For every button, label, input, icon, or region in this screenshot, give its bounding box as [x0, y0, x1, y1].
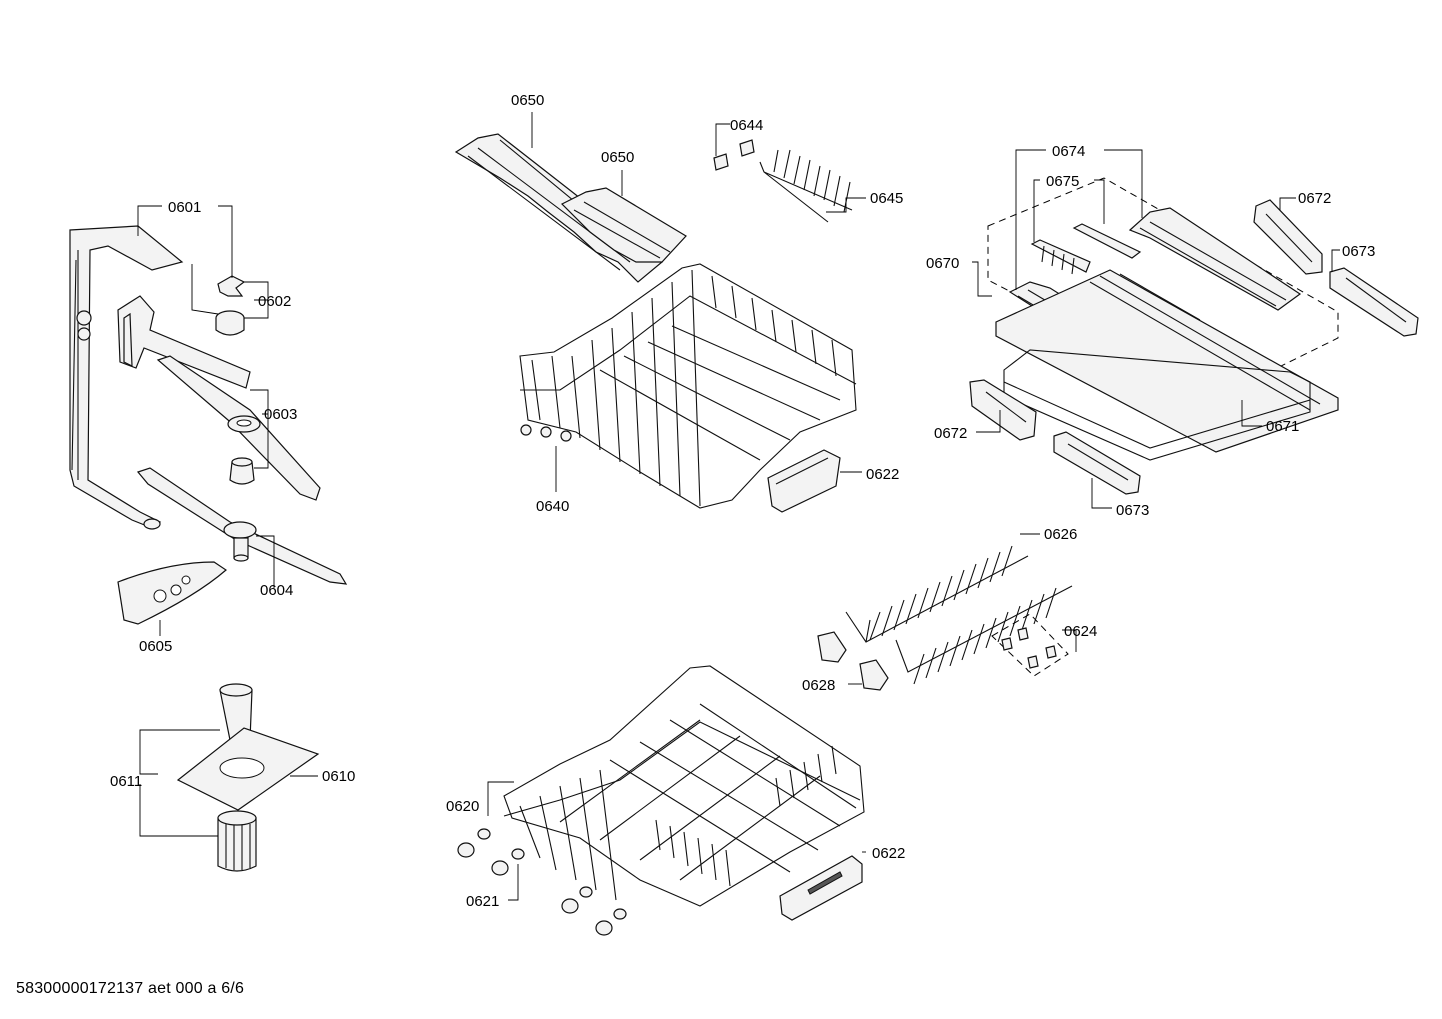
- label-0640: 0640: [536, 498, 569, 515]
- clip-set-outline-0624: [991, 613, 1069, 677]
- label-0611: 0611: [110, 773, 142, 790]
- supply-pipe-0601: [69, 225, 184, 530]
- part-labels: 0601 0602 0603 0604 0605 0610 0611 0620 …: [110, 92, 1375, 910]
- document-id: 58300000172137 aet 000 a 6/6: [16, 980, 245, 997]
- label-0604: 0604: [260, 582, 293, 599]
- label-0675: 0675: [1046, 173, 1079, 190]
- folding-tines-0626: [845, 545, 1073, 685]
- label-0644: 0644: [730, 117, 763, 134]
- label-0603: 0603: [264, 406, 297, 423]
- cover-plate-0605: [117, 561, 227, 625]
- rail-cover-0673-a: [1329, 267, 1419, 337]
- slide-rail-0672-a: [1253, 199, 1323, 275]
- third-rack-tray: [995, 269, 1339, 453]
- filter-housing-0610: [176, 683, 320, 811]
- slide-rail-0672-b: [969, 379, 1037, 441]
- handle-0622-lower: [779, 855, 863, 921]
- label-0673-b: 0673: [1116, 502, 1149, 519]
- impeller-0602: [215, 275, 246, 336]
- rail-cover-0673-b: [1053, 431, 1141, 495]
- label-0670: 0670: [926, 255, 959, 272]
- label-0620: 0620: [446, 798, 479, 815]
- label-0628: 0628: [802, 677, 835, 694]
- label-0672-a: 0672: [1298, 190, 1331, 207]
- tine-strip-0675: [1030, 223, 1142, 275]
- clips-0628: [817, 631, 889, 691]
- label-0602: 0602: [258, 293, 291, 310]
- label-0624: 0624: [1064, 623, 1097, 640]
- upper-spray-arm-0603: [156, 355, 321, 501]
- label-0605: 0605: [139, 638, 172, 655]
- label-0610: 0610: [322, 768, 355, 785]
- label-0650-b: 0650: [601, 149, 634, 166]
- upper-spray-arm-bracket: [117, 295, 251, 389]
- label-0673-a: 0673: [1342, 243, 1375, 260]
- label-0674: 0674: [1052, 143, 1085, 160]
- micro-filter-0611: [217, 810, 257, 872]
- label-0650-a: 0650: [511, 92, 544, 109]
- label-0622-lower: 0622: [872, 845, 905, 862]
- assembly-outline-0670: [987, 177, 1339, 399]
- tine-row-0645: [759, 149, 853, 223]
- lower-spray-arm-0604: [136, 467, 348, 585]
- label-0645: 0645: [870, 190, 903, 207]
- leader-lines: [137, 112, 1340, 901]
- label-0671: 0671: [1266, 418, 1299, 435]
- label-0601: 0601: [168, 199, 201, 216]
- wheels-0620-0621: [457, 828, 627, 936]
- clip-set-0624: [1001, 627, 1057, 669]
- handle-0622-upper: [767, 449, 841, 513]
- upper-basket-0640: [519, 263, 857, 509]
- clips-0644: [713, 139, 755, 171]
- lower-basket: [503, 665, 865, 907]
- label-0672-b: 0672: [934, 425, 967, 442]
- label-0621: 0621: [466, 893, 499, 910]
- label-0622-upper: 0622: [866, 466, 899, 483]
- label-0626: 0626: [1044, 526, 1077, 543]
- cup-shelf-0650-b: [560, 187, 687, 263]
